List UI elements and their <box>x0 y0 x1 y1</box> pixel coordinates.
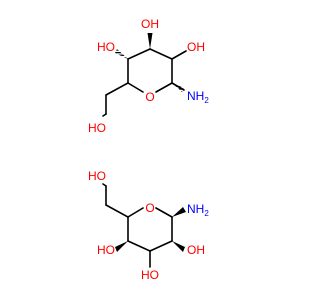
molecule-bottom: HO O NH2 HO OH HO <box>88 169 209 282</box>
ring-oxygen-label: O <box>145 201 154 215</box>
wedge-bond <box>172 207 186 217</box>
hydroxyl-label: HO <box>88 121 106 135</box>
wedge-bond <box>115 241 128 252</box>
wedge-bond <box>172 241 185 252</box>
amine-label: NH2 <box>187 202 209 218</box>
hash-bond <box>115 49 128 59</box>
hydroxyl-label: OH <box>187 243 205 257</box>
hydroxyl-label: HO <box>88 169 106 183</box>
molecule-bottom-bonds <box>102 183 173 268</box>
hydroxyl-label: OH <box>141 17 159 31</box>
amine-label: NH2 <box>187 89 209 105</box>
hydroxyl-label: HO <box>97 40 115 54</box>
chemical-structure-canvas: OH HO OH O NH2 HO HO O NH2 <box>88 17 209 282</box>
molecule-top: OH HO OH O NH2 HO <box>88 17 209 135</box>
hydroxyl-label: OH <box>187 40 205 54</box>
hydroxyl-label: HO <box>141 268 159 282</box>
wedge-bond <box>147 33 153 49</box>
hash-bond <box>172 83 184 92</box>
hydroxyl-label: HO <box>97 243 115 257</box>
molecule-top-bonds <box>102 48 187 117</box>
ring-oxygen-label: O <box>145 90 154 104</box>
